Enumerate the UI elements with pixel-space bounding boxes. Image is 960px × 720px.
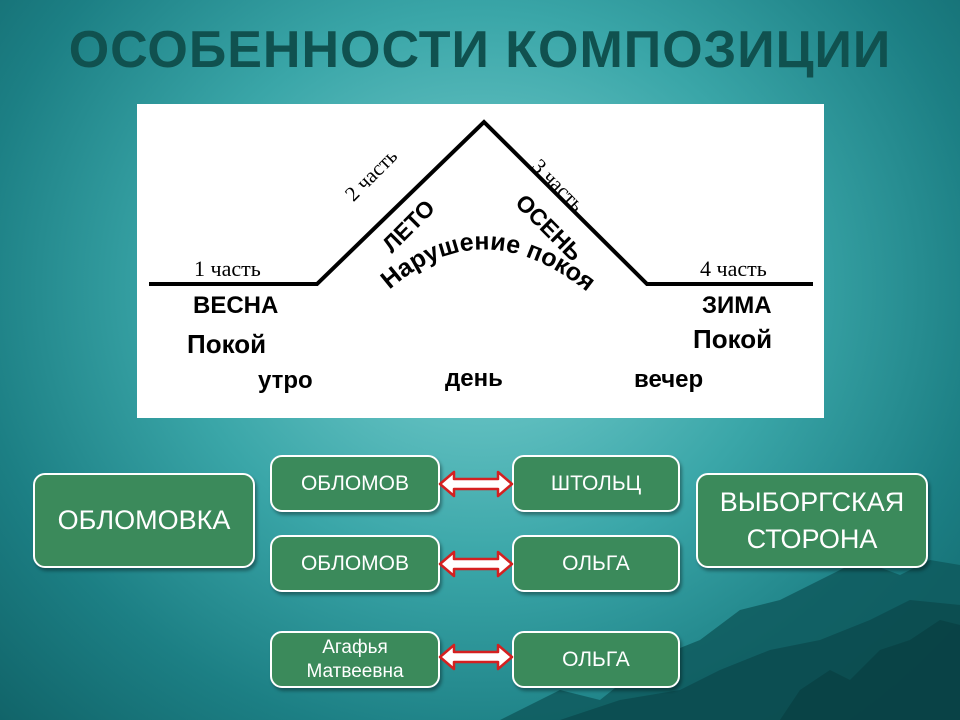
row1-right-box: ШТОЛЬЦ [512,455,680,512]
part1-label: 1 часть [194,256,261,281]
row1-left-label: ОБЛОМОВ [300,471,410,495]
row3-right-label: ОЛЬГА [562,647,630,671]
page-title: ОСОБЕННОСТИ КОМПОЗИЦИИ [68,21,892,79]
season4-label: ЗИМА [702,292,772,319]
season1-label: ВЕСНА [193,292,279,319]
row2-right-box: ОЛЬГА [512,535,680,592]
row3-left-line2: Матвеевна [306,660,404,682]
oblomovka-label: ОБЛОМОВКА [57,505,231,535]
row3-left-box: Агафья Матвеевна [270,631,440,688]
row2-left-label: ОБЛОМОВ [300,551,410,575]
state1-label: Покой [187,329,267,359]
oblomovka-box: ОБЛОМОВКА [33,473,255,568]
row2-right-label: ОЛЬГА [562,551,630,575]
double-arrow-icon-row1 [438,470,514,498]
time-morning-label: утро [258,367,313,394]
vyborg-line1: ВЫБОРГСКАЯ [719,486,905,517]
double-arrow-icon-row2 [438,550,514,578]
row3-right-box: ОЛЬГА [512,631,680,688]
row3-left-line1: Агафья [322,636,388,658]
part4-label: 4 часть [700,256,767,281]
row2-left-box: ОБЛОМОВ [270,535,440,592]
middle-arc-text: Нарушение покоя [376,227,601,296]
row1-left-box: ОБЛОМОВ [270,455,440,512]
composition-diagram: 1 часть ВЕСНА Покой 2 часть ЛЕТО 3 часть… [137,104,824,418]
composition-line [149,119,813,286]
svg-text:Нарушение покоя: Нарушение покоя [376,227,601,296]
row1-right-label: ШТОЛЬЦ [550,471,642,495]
time-day-label: день [445,365,503,392]
double-arrow-icon-row3 [438,643,514,671]
vyborg-side-box: ВЫБОРГСКАЯ СТОРОНА [696,473,928,568]
time-evening-label: вечер [634,366,704,393]
vyborg-line2: СТОРОНА [746,523,878,554]
state4-label: Покой [693,324,773,354]
middle-label: Нарушение покоя [376,227,601,296]
